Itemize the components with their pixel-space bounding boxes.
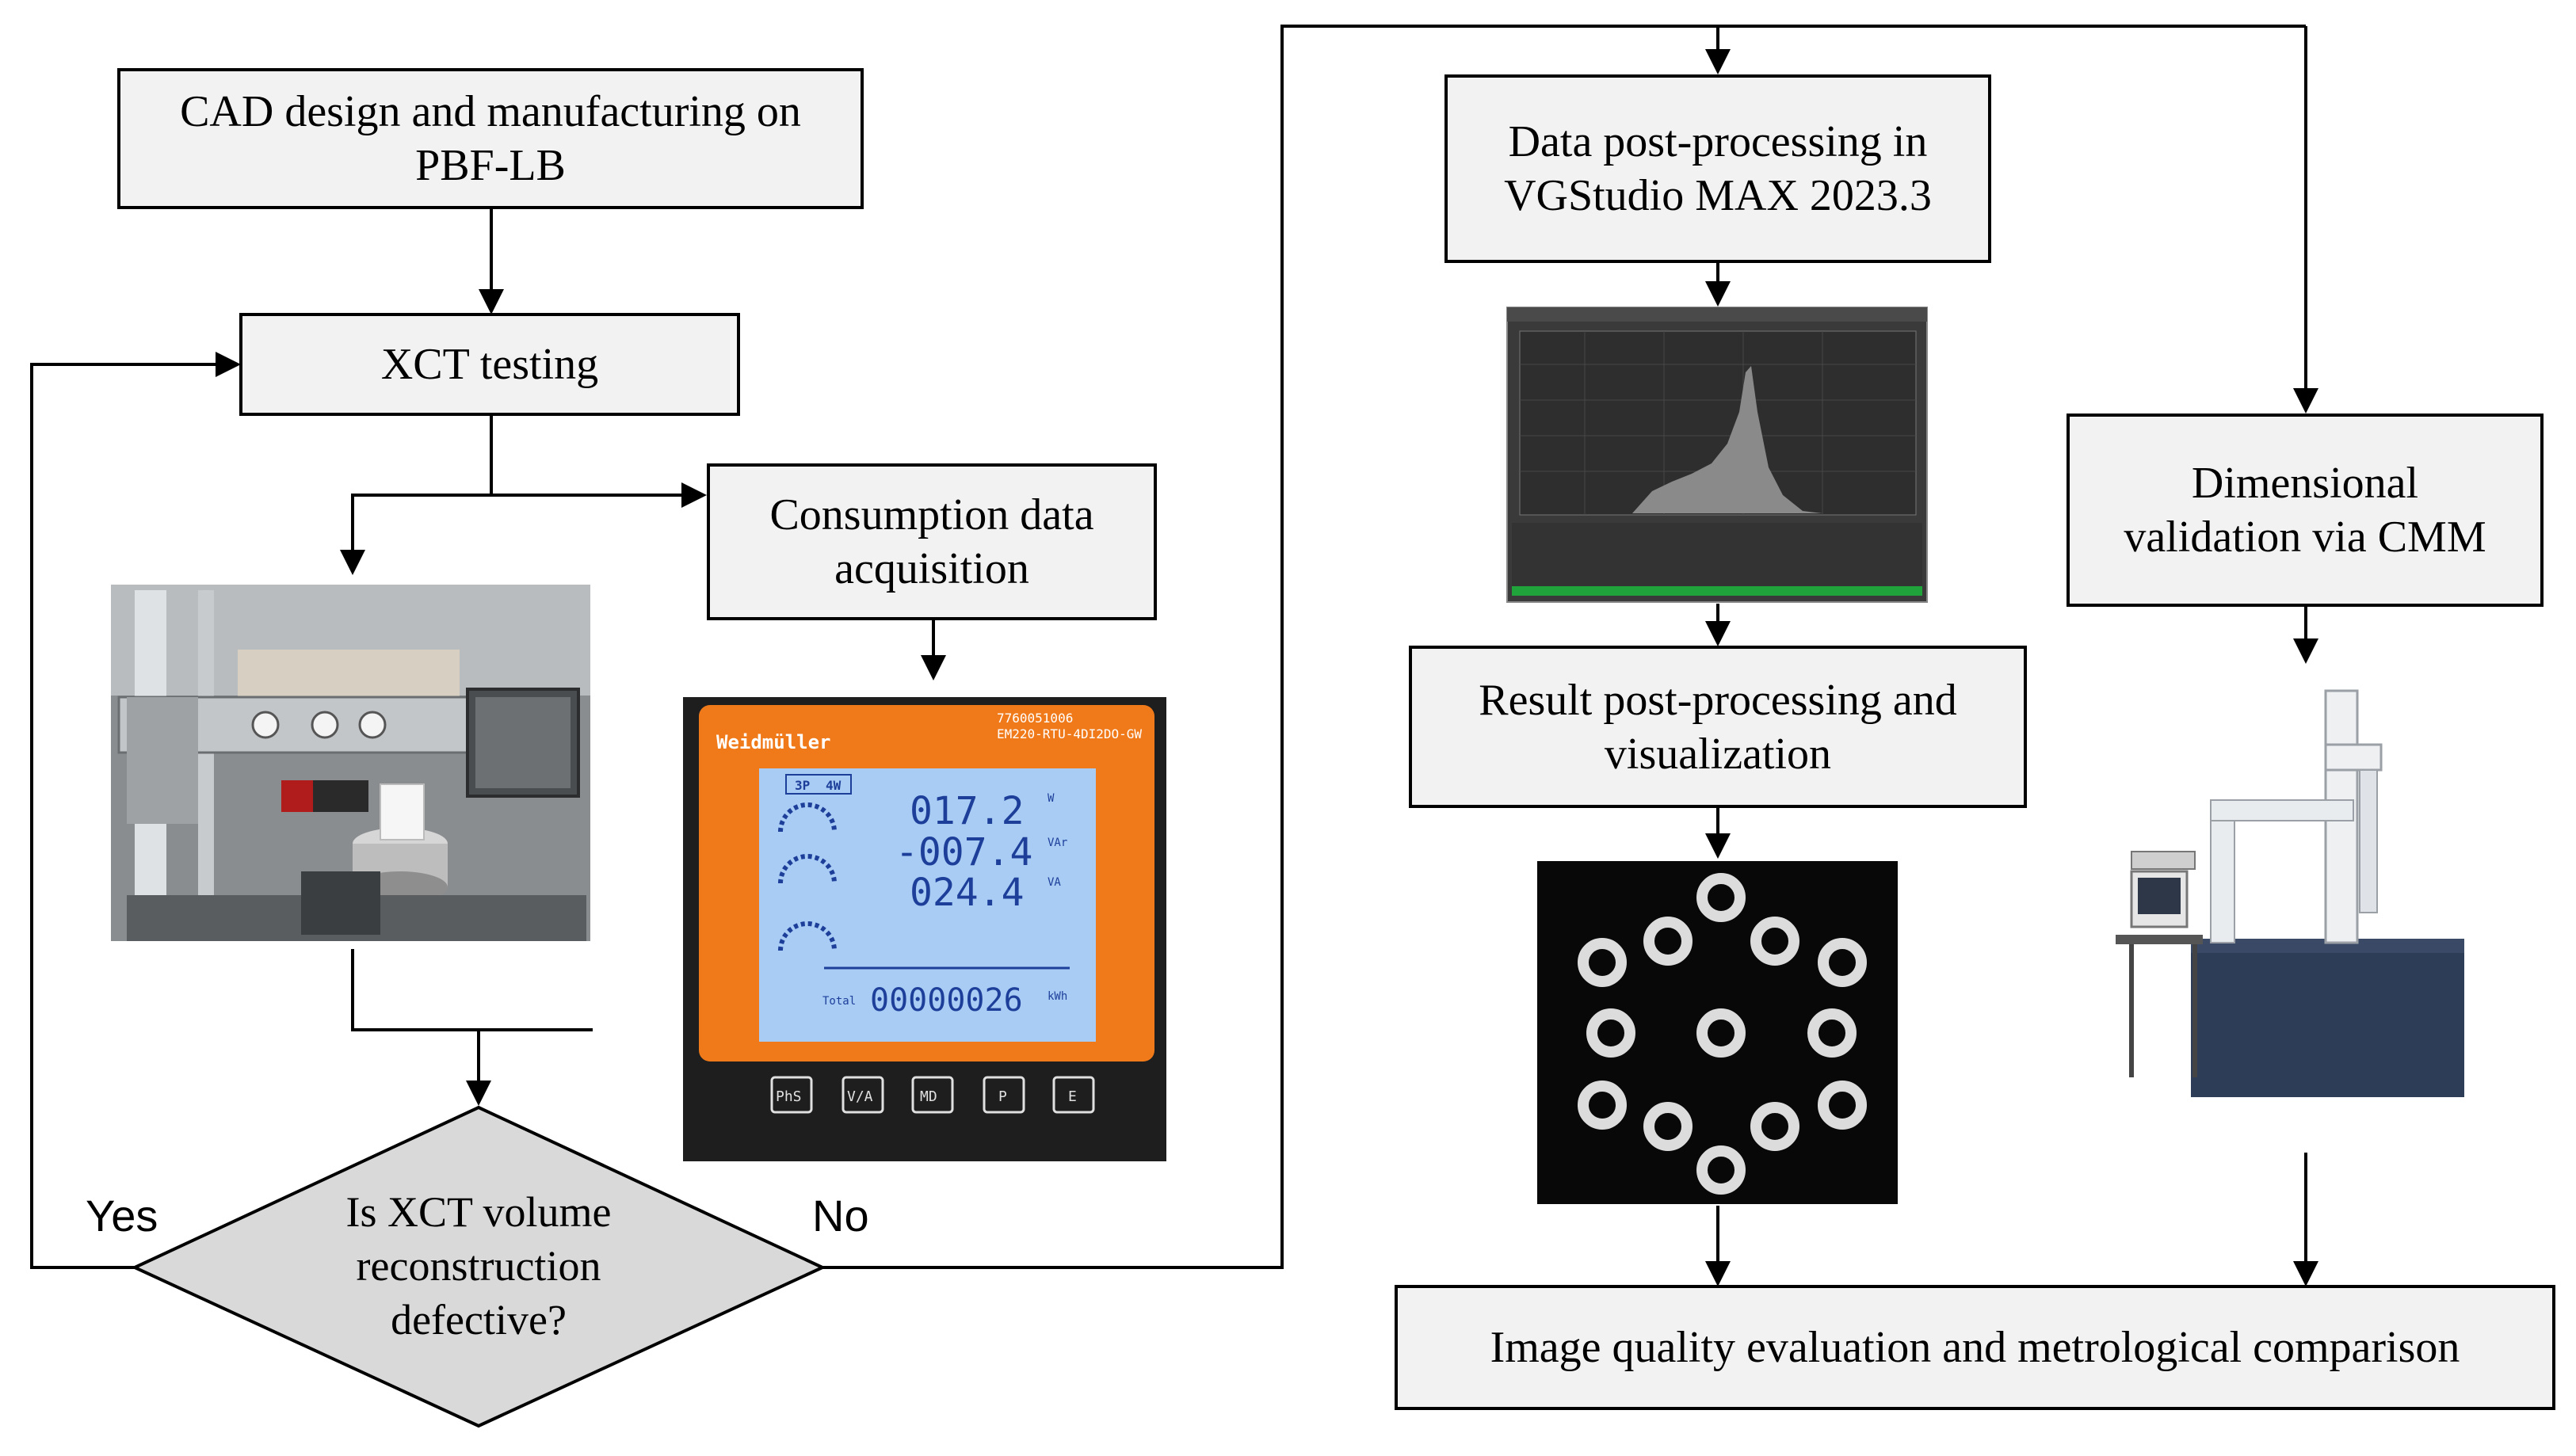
image-quality-box: Image quality evaluation and metrologica… <box>1395 1285 2555 1410</box>
decision-question: Is XCT volume reconstruction defective? <box>280 1185 677 1347</box>
meter-brand: Weidmüller <box>716 731 831 753</box>
box-line: CAD design and manufacturing on <box>180 87 801 136</box>
consumption-data-box: Consumption data acquisition <box>707 463 1157 620</box>
box-line: PBF-LB <box>415 141 566 190</box>
line-xct-split <box>340 416 493 575</box>
box-line: validation via CMM <box>2124 513 2486 562</box>
box-line: VGStudio MAX 2023.3 <box>1504 171 1932 220</box>
line-merge-to-decision <box>351 949 593 1031</box>
energy-meter-photo: Weidmüller 7760051006 EM220-RTU-4DI2DO-G… <box>683 697 1166 1161</box>
meter-button-label: PhS <box>776 1088 802 1105</box>
meter-total-unit: kWh <box>1048 990 1067 1003</box>
ct-slice-image <box>1537 861 1898 1204</box>
meter-button-label: V/A <box>847 1088 873 1105</box>
meter-reading-unit: W <box>1048 792 1055 805</box>
box-line: acquisition <box>834 544 1029 593</box>
meter-button-label: MD <box>920 1088 937 1105</box>
box-line: XCT testing <box>380 340 599 389</box>
vgstudio-histogram-screenshot <box>1506 307 1928 603</box>
no-label: No <box>812 1191 869 1241</box>
meter-total-value: 00000026 <box>870 982 1023 1019</box>
box-line: visualization <box>1604 729 1832 779</box>
cmm-machine-photo <box>2116 689 2464 1097</box>
meter-total-label: Total <box>822 995 856 1008</box>
decision-line: defective? <box>391 1296 567 1344</box>
box-line: Dimensional <box>2191 459 2419 508</box>
box-line: Image quality evaluation and metrologica… <box>1490 1323 2460 1372</box>
dimensional-validation-box: Dimensional validation via CMM <box>2067 414 2544 607</box>
line-no-branch <box>822 25 2306 1269</box>
meter-mode-3p: 3P <box>795 778 810 793</box>
xct-setup-photo <box>111 585 590 941</box>
meter-button-label: P <box>998 1088 1007 1105</box>
decision-line: Is XCT volume <box>345 1188 612 1236</box>
xct-testing-box: XCT testing <box>239 313 740 416</box>
meter-reading-value: 017.2 <box>910 789 1025 833</box>
box-line: Result post-processing and <box>1479 675 1957 725</box>
meter-mode-4w: 4W <box>826 778 841 793</box>
data-post-processing-box: Data post-processing in VGStudio MAX 2023… <box>1444 74 1991 263</box>
meter-reading-value: 024.4 <box>910 871 1025 915</box>
yes-label: Yes <box>86 1191 158 1241</box>
meter-reading-value: -007.4 <box>895 830 1032 875</box>
meter-reading-unit: VAr <box>1048 837 1067 849</box>
decision-diamond <box>131 1105 826 1428</box>
meter-model-line-1: 7760051006 <box>997 711 1073 726</box>
meter-reading-unit: VA <box>1048 876 1061 889</box>
meter-model-line-2: EM220-RTU-4DI2DO-GW <box>997 726 1142 741</box>
meter-button-label: E <box>1068 1088 1077 1105</box>
arrow-yes-loop <box>30 352 241 1269</box>
box-line: Data post-processing in <box>1508 117 1928 166</box>
cad-design-box: CAD design and manufacturing on PBF-LB <box>117 68 864 209</box>
box-line: Consumption data <box>769 490 1094 539</box>
decision-line: reconstruction <box>356 1242 601 1290</box>
